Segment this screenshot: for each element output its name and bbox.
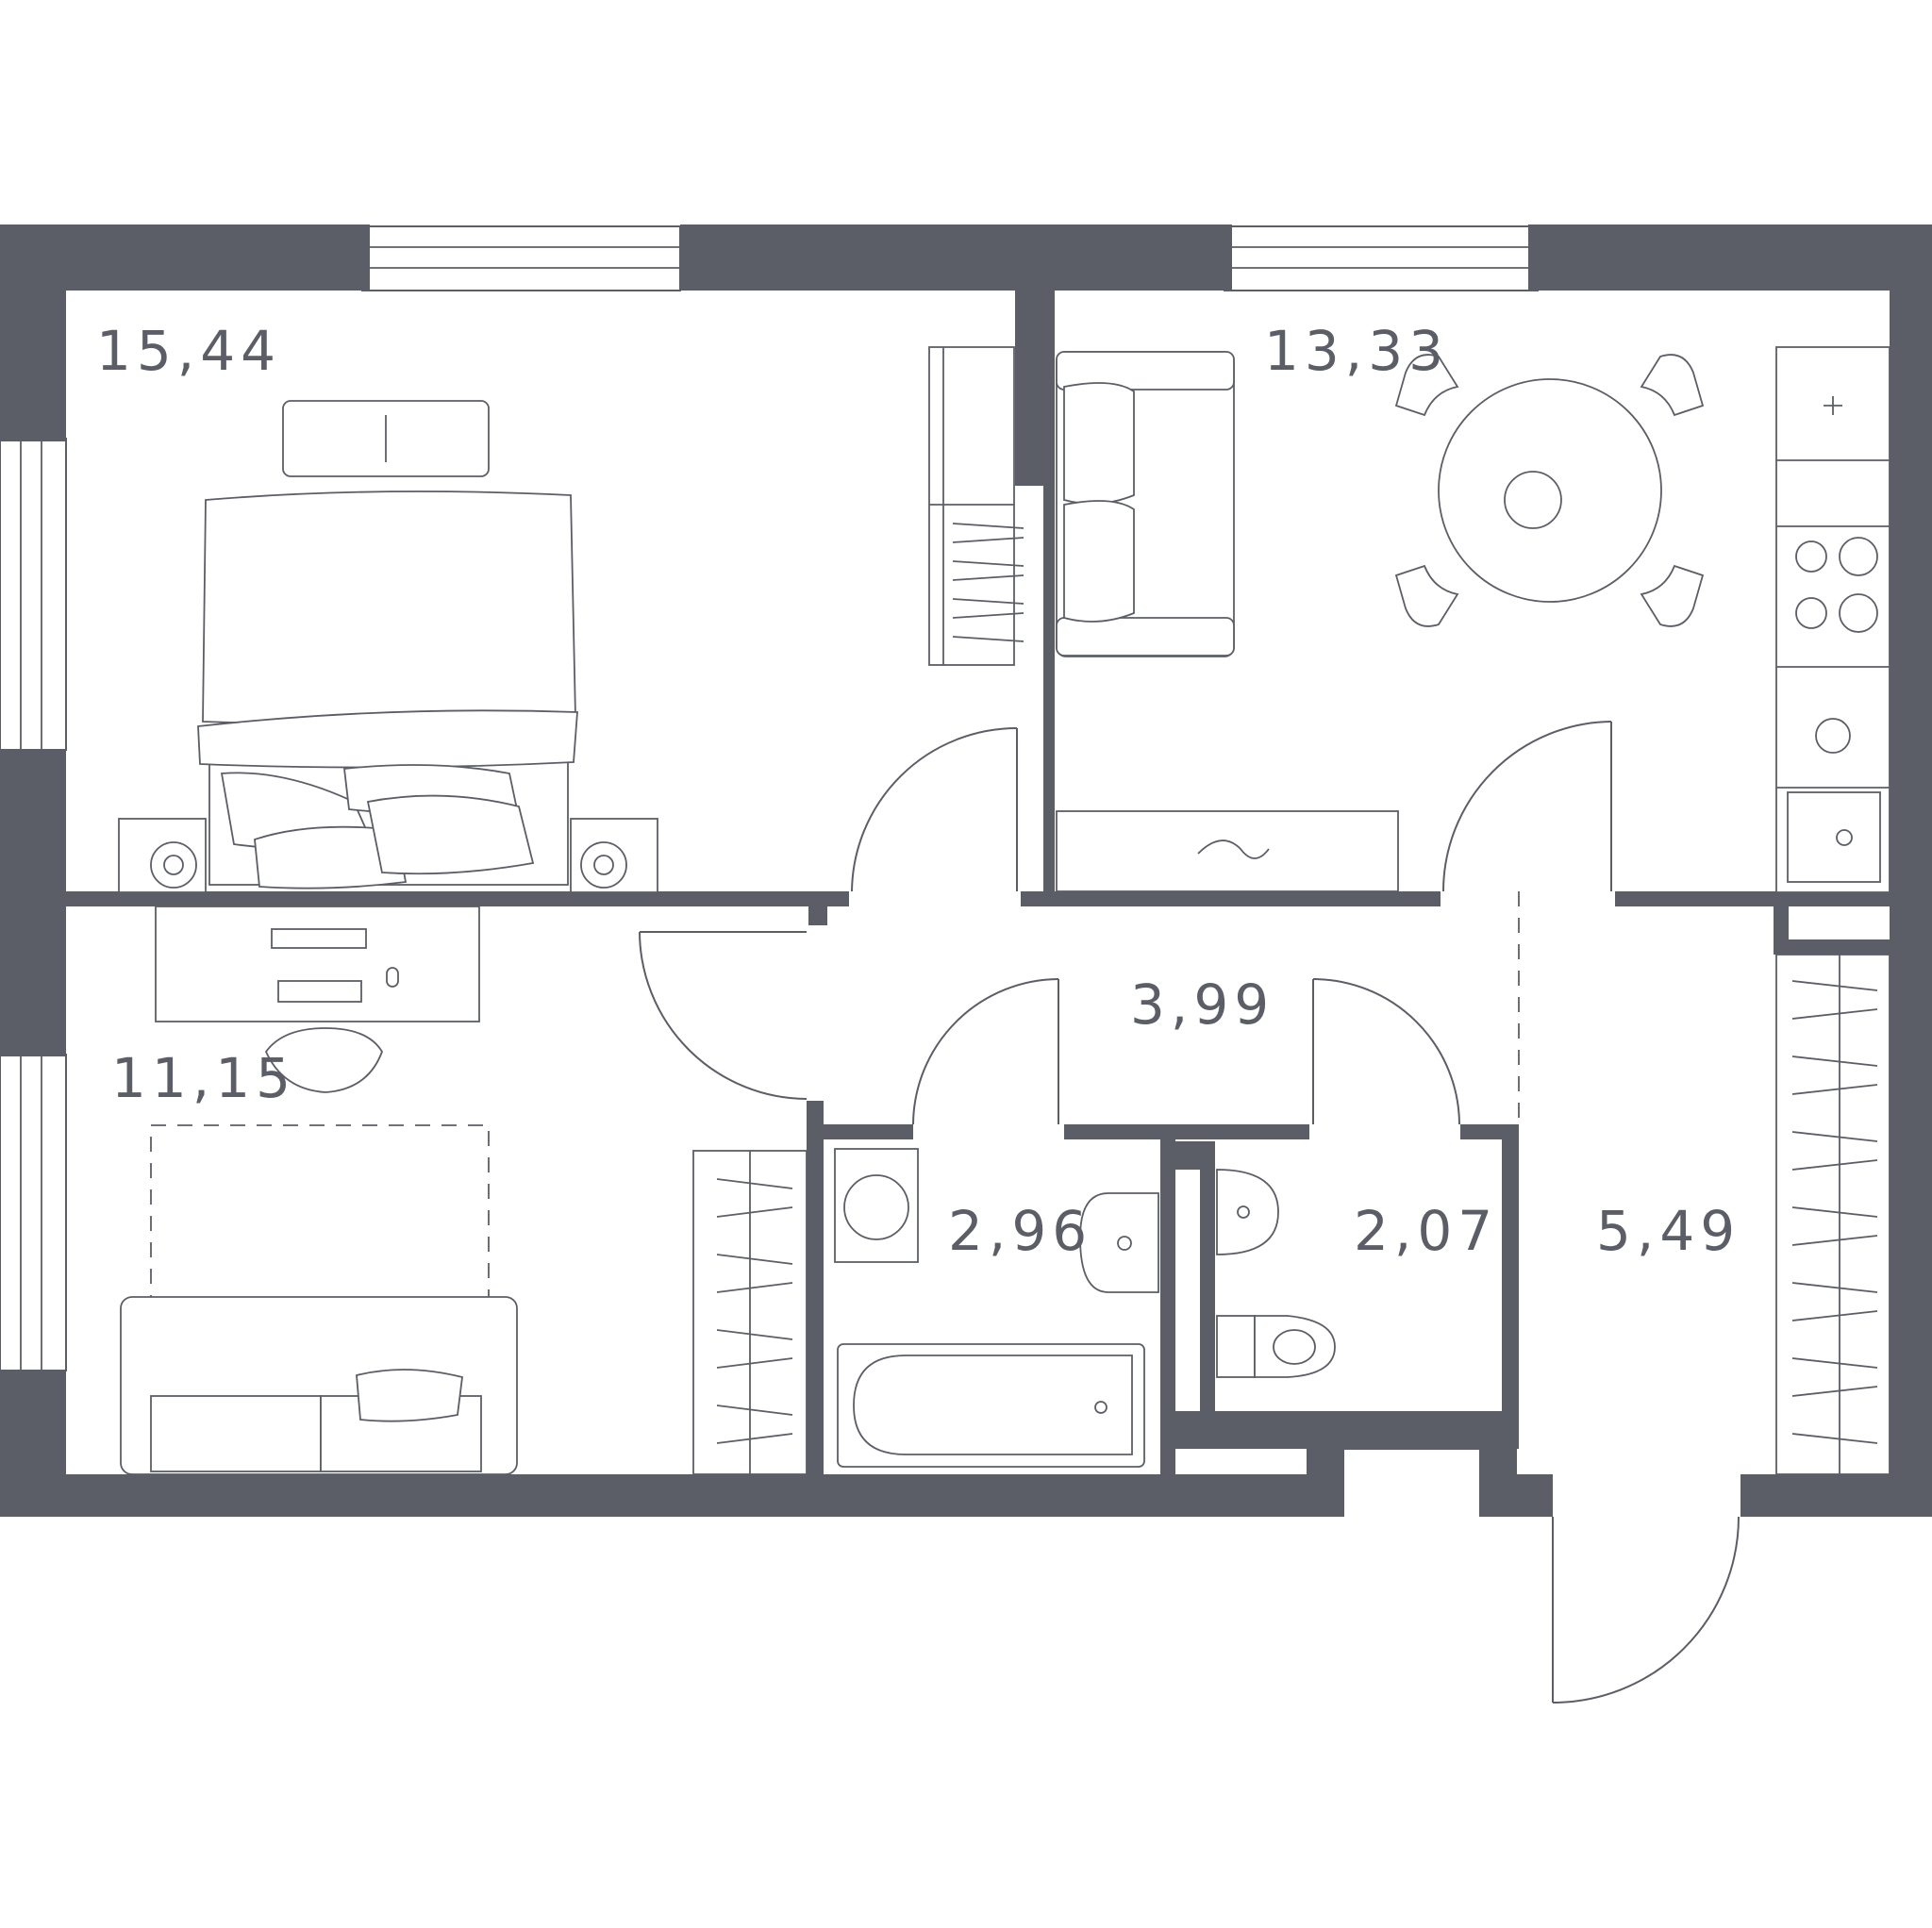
bedroom-furniture xyxy=(118,346,1024,893)
door-swing-icon xyxy=(1552,1516,1740,1704)
room-area-entrance-hall: 5,49 xyxy=(1596,1199,1740,1263)
chair-icon xyxy=(264,1027,383,1093)
wardrobe-icon xyxy=(928,346,1024,666)
nightstand-icon xyxy=(570,818,658,893)
window-icon xyxy=(0,438,67,751)
sink-icon xyxy=(1079,1192,1159,1293)
bathtub-icon xyxy=(837,1343,1145,1468)
dining-table-icon xyxy=(1394,354,1705,627)
room-area-bathroom: 2,96 xyxy=(948,1199,1092,1263)
bed-icon xyxy=(197,490,578,889)
door-swing-icon xyxy=(851,727,1018,892)
washing-machine-icon xyxy=(834,1148,919,1263)
room-area-second-bedroom: 11,15 xyxy=(111,1046,296,1110)
windows xyxy=(0,225,1539,1371)
sink-icon xyxy=(1787,791,1881,883)
tv-stand-icon xyxy=(1056,810,1399,892)
door-swing-icon xyxy=(1442,721,1612,892)
toilet-furniture xyxy=(1216,1169,1336,1378)
toilet-icon xyxy=(1216,1315,1336,1378)
room-area-bedroom: 15,44 xyxy=(96,319,281,383)
kitchen-living-furniture xyxy=(1056,346,1890,893)
room-area-hallway: 3,99 xyxy=(1130,972,1274,1037)
sofa-icon xyxy=(1056,351,1235,657)
nightstand-icon xyxy=(118,818,207,893)
tv-icon xyxy=(282,400,490,477)
cooktop-icon xyxy=(1795,537,1878,633)
area-labels: 15,44 13,33 3,99 11,15 2,96 2,07 5,49 xyxy=(96,319,1740,1263)
wardrobe-icon xyxy=(1775,954,1890,1475)
second-bedroom-furniture xyxy=(120,906,808,1475)
sink-icon xyxy=(1216,1169,1279,1255)
entrance-furniture xyxy=(1775,954,1890,1475)
window-icon xyxy=(361,225,681,291)
door-swing-icon xyxy=(912,978,1059,1125)
room-area-kitchen-living: 13,33 xyxy=(1264,319,1449,383)
door-swing-icon xyxy=(1312,978,1460,1125)
sofa-icon xyxy=(120,1296,518,1475)
window-icon xyxy=(1224,225,1539,291)
bathroom-furniture xyxy=(834,1148,1159,1468)
door-swing-icon xyxy=(639,931,808,1100)
dishwasher-icon xyxy=(1815,718,1851,754)
room-area-toilet: 2,07 xyxy=(1354,1199,1498,1263)
desk-icon xyxy=(155,906,480,1022)
walls xyxy=(0,224,1932,1517)
doors xyxy=(639,721,1740,1704)
wardrobe-icon xyxy=(692,1150,808,1475)
window-icon xyxy=(0,1054,67,1371)
